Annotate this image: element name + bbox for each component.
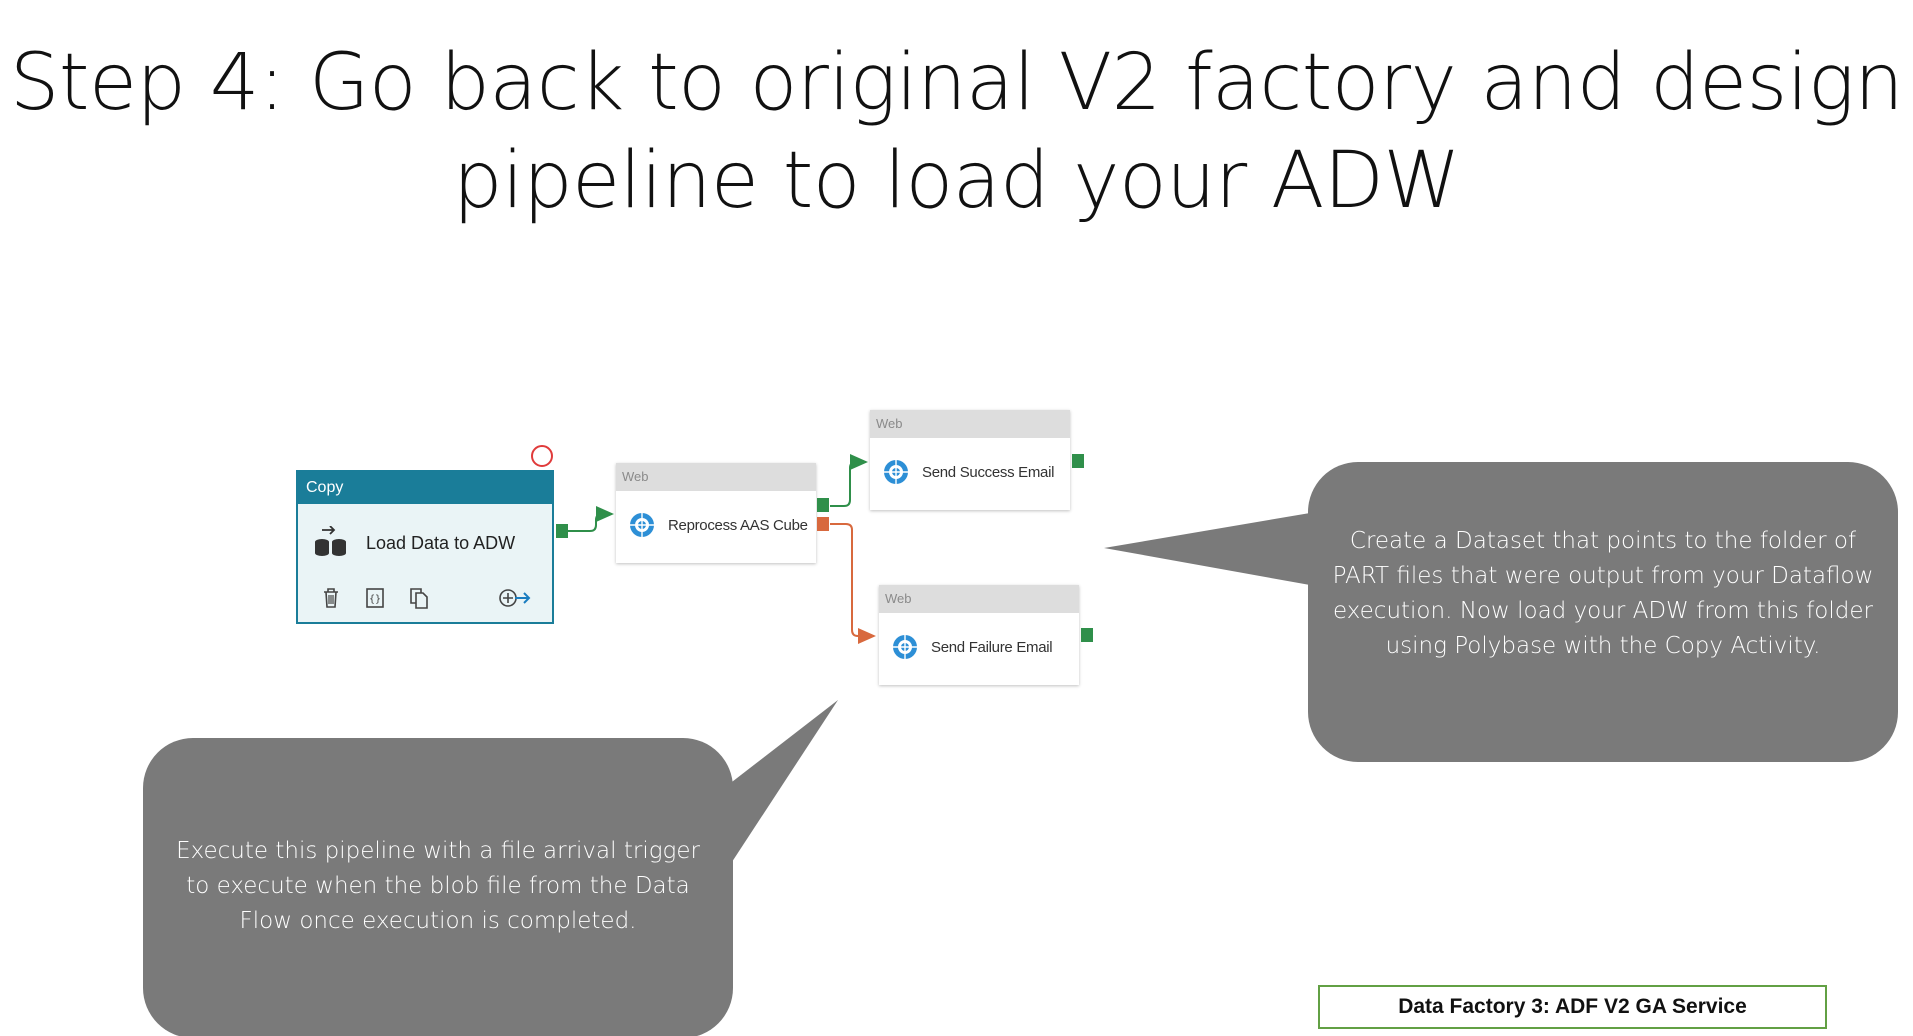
web-activity-name: Send Failure Email [931,639,1053,656]
web-activity-name: Send Success Email [922,464,1055,481]
callout-left-bubble [143,700,838,1036]
copy-activity-name: Load Data to ADW [366,533,516,553]
slide-title-line-2: pipeline to load your ADW [452,136,1461,226]
svg-text:{}: {} [369,594,381,605]
web-activity-type-label: Web [870,410,1070,438]
connector-success-path [830,454,868,507]
connector-copy-to-reprocess [568,506,614,532]
code-braces-icon[interactable]: {} [364,586,386,610]
connector-failure-path [830,523,876,644]
web-activity-type-label: Web [616,463,816,491]
footer-badge: Data Factory 3: ADF V2 GA Service [1318,985,1827,1029]
copy-success-port[interactable] [556,524,568,538]
database-copy-icon [315,526,346,556]
web-activity-send-failure-email[interactable]: Web Send Failure Email [879,585,1079,685]
globe-icon [884,460,908,484]
callout-right-bubble [1104,462,1898,762]
web-activity-send-success-email[interactable]: Web Send Success Email [870,410,1070,510]
web-activity-name: Reprocess AAS Cube [668,517,808,534]
validation-error-indicator[interactable] [531,445,553,467]
copy-activity-node[interactable]: Copy Load Data to ADW {} [296,470,554,624]
callout-left-text: Execute this pipeline with a file arriva… [176,838,700,934]
clone-icon[interactable] [408,586,430,610]
slide-title-line-1: Step 4: Go back to original V2 factory a… [9,38,1904,128]
delete-icon[interactable] [320,586,342,610]
success-email-port[interactable] [1072,454,1084,468]
reprocess-failure-port[interactable] [817,517,829,531]
callout-right-text: Create a Dataset that points to the fold… [1332,528,1874,659]
web-activity-reprocess-aas-cube[interactable]: Web Reprocess AAS Cube [616,463,816,563]
failure-email-port[interactable] [1081,628,1093,642]
reprocess-success-port[interactable] [817,498,829,512]
globe-icon [630,513,654,537]
add-output-icon[interactable] [498,586,532,610]
copy-activity-type-label: Copy [298,472,552,504]
globe-icon [893,635,917,659]
slide-title: Step 4: Go back to original V2 factory a… [0,34,1913,230]
web-activity-type-label: Web [879,585,1079,613]
